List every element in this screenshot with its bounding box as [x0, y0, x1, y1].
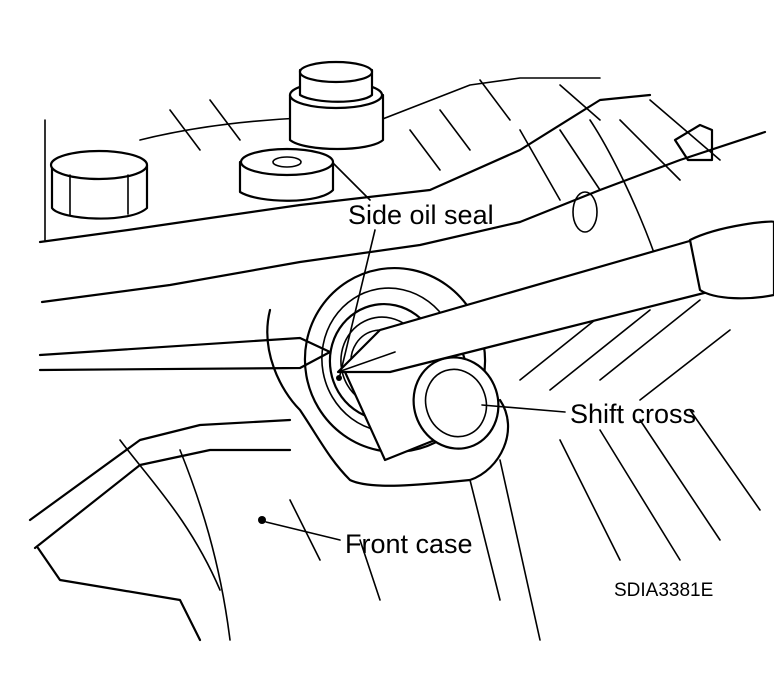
filler-plug-center: [238, 147, 335, 202]
front-case-leader: [265, 521, 341, 541]
drain-plug-left: [49, 149, 149, 220]
figure-code: SDIA3381E: [614, 580, 713, 601]
screwdriver-tool: [336, 220, 774, 374]
upper-housing: [38, 77, 767, 304]
label-shift-cross: Shift cross: [570, 399, 696, 429]
front-case-dot: [258, 516, 266, 524]
side-oil-seal-leader: [339, 229, 376, 376]
side-oil-seal-dot: [336, 375, 342, 381]
shift-cross-leader: [481, 404, 566, 413]
label-front-case: Front case: [345, 529, 473, 559]
front-case-body: [28, 299, 761, 642]
breather-plug-top: [288, 60, 385, 151]
pry-bar: [38, 336, 332, 372]
leader-lines: [258, 229, 566, 541]
label-side-oil-seal: Side oil seal: [348, 200, 494, 230]
